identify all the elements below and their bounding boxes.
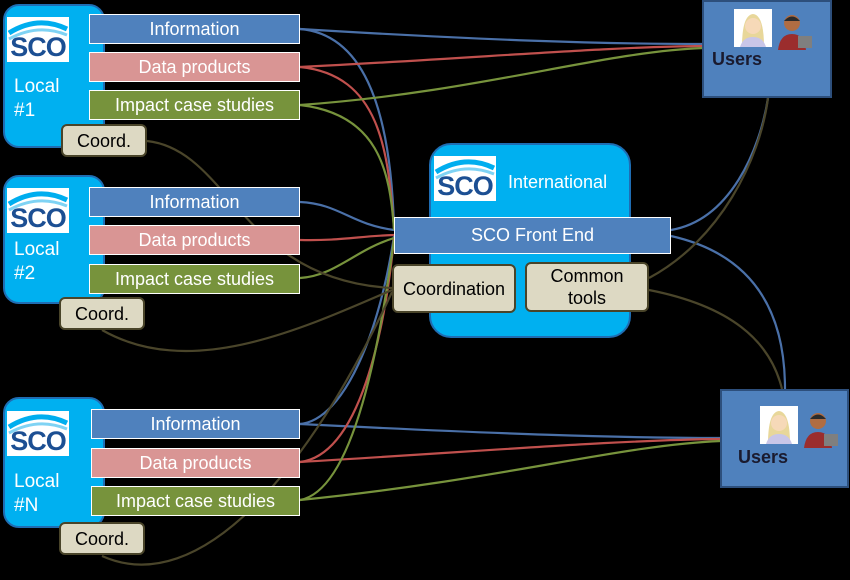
link-impact-1-to-users-top bbox=[299, 46, 704, 107]
link-impact-n-to-users-bottom bbox=[299, 439, 722, 502]
male-user-icon bbox=[778, 15, 812, 50]
local-unit-n-name: Local #N bbox=[14, 470, 59, 518]
local-unit-1-name-line1: Local bbox=[14, 76, 60, 97]
local-unit-2-information[interactable]: Information bbox=[89, 187, 300, 217]
local-unit-2-coord[interactable]: Coord. bbox=[59, 297, 145, 330]
link-impact-1-to-front-end bbox=[299, 103, 396, 231]
local-unit-n-name-line1: Local bbox=[14, 471, 60, 492]
link-data-1-to-users-top bbox=[299, 44, 704, 69]
local-unit-2-impact-case-studies[interactable]: Impact case studies bbox=[89, 264, 300, 294]
logo-text: SCO bbox=[10, 426, 67, 456]
users-box-bottom[interactable]: Users bbox=[720, 389, 849, 488]
sco-logo: SCO bbox=[7, 411, 69, 456]
local-unit-2-name-line1: Local bbox=[14, 239, 60, 260]
local-unit-1-number: #1 bbox=[14, 100, 36, 121]
common-tools-line1: Common bbox=[550, 266, 624, 286]
users-label: Users bbox=[712, 49, 763, 69]
sco-front-end[interactable]: SCO Front End bbox=[394, 217, 671, 254]
users-box-top[interactable]: Users bbox=[702, 0, 832, 98]
link-common-tools-to-users-bottom bbox=[648, 288, 784, 390]
female-user-icon bbox=[734, 9, 772, 47]
logo-swoosh-icon bbox=[7, 20, 69, 41]
female-user-icon bbox=[760, 406, 798, 444]
link-info-1-to-front-end bbox=[299, 27, 396, 227]
local-unit-n-coord[interactable]: Coord. bbox=[59, 522, 145, 555]
local-unit-1-data-products[interactable]: Data products bbox=[89, 52, 300, 82]
common-tools-line2: tools bbox=[567, 288, 607, 308]
local-unit-2-data-products[interactable]: Data products bbox=[89, 225, 300, 255]
local-unit-n-data-products[interactable]: Data products bbox=[91, 448, 300, 478]
link-data-n-to-users-bottom bbox=[299, 437, 722, 464]
link-impact-n-to-front-end bbox=[299, 239, 396, 502]
coordination-box[interactable]: Coordination bbox=[392, 264, 516, 313]
link-impact-2-to-front-end bbox=[299, 236, 395, 280]
link-info-n-to-front-end bbox=[299, 235, 396, 426]
local-unit-1-coord[interactable]: Coord. bbox=[61, 124, 147, 157]
link-data-2-to-front-end bbox=[299, 233, 395, 242]
link-info-2-to-front-end bbox=[299, 200, 395, 232]
link-coord-2-to-coordination bbox=[101, 288, 393, 352]
local-unit-n-information[interactable]: Information bbox=[91, 409, 300, 439]
link-front-end-to-users-bottom bbox=[670, 234, 787, 390]
international-label: International bbox=[508, 172, 608, 192]
sco-logo: SCO bbox=[7, 17, 69, 62]
local-unit-2-number: #2 bbox=[14, 263, 36, 284]
local-unit-n-impact-case-studies[interactable]: Impact case studies bbox=[91, 486, 300, 516]
local-unit-1-impact-case-studies[interactable]: Impact case studies bbox=[89, 90, 300, 120]
link-info-1-to-users-top bbox=[299, 27, 704, 46]
link-front-end-to-users-top bbox=[670, 97, 770, 232]
logo-swoosh-icon bbox=[434, 159, 496, 180]
sco-logo: SCO bbox=[7, 188, 69, 233]
link-data-1-to-front-end bbox=[299, 65, 396, 229]
logo-text: SCO bbox=[437, 171, 494, 201]
users-label: Users bbox=[738, 447, 789, 467]
local-unit-n-number: #N bbox=[14, 495, 39, 516]
common-tools-box[interactable]: Common tools bbox=[525, 262, 649, 312]
local-unit-1-name: Local #1 bbox=[14, 75, 59, 123]
local-unit-1-information[interactable]: Information bbox=[89, 14, 300, 44]
sco-logo: SCO bbox=[434, 156, 496, 201]
link-data-n-to-front-end bbox=[299, 237, 396, 464]
logo-text: SCO bbox=[10, 32, 67, 62]
local-unit-2-name: Local #2 bbox=[14, 238, 59, 286]
logo-text: SCO bbox=[10, 203, 67, 233]
link-info-n-to-users-bottom bbox=[299, 422, 722, 440]
male-user-icon bbox=[804, 413, 838, 448]
logo-swoosh-icon bbox=[7, 414, 69, 435]
logo-swoosh-icon bbox=[7, 191, 69, 212]
